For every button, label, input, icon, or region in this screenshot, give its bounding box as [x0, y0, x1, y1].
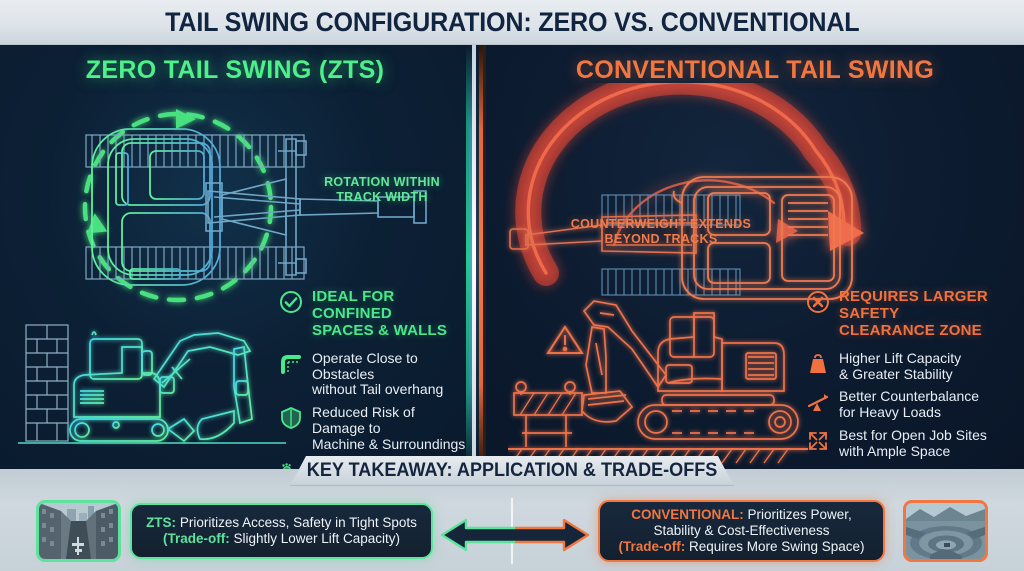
- list-item: IDEAL FOR CONFINED SPACES & WALLS: [278, 288, 466, 340]
- weight-icon: [805, 351, 831, 377]
- shield-icon: [278, 405, 304, 431]
- list-item: Best for Open Job Sites with Ample Space: [805, 427, 1021, 460]
- bullet-line-2: CLEARANCE ZONE: [839, 321, 982, 339]
- takeaway-conventional-text-3: Requires More Swing Space): [685, 539, 865, 555]
- comparison-body: ZERO TAIL SWING (ZTS): [0, 45, 1024, 469]
- bullet-line-1: Reduced Risk of Damage to: [312, 404, 415, 437]
- list-item: Operate Close to Obstacles without Tail …: [278, 349, 466, 398]
- brick-wall-icon: [25, 324, 69, 442]
- bullet-line-2: for Heavy Loads: [839, 404, 941, 421]
- conventional-topview-diagram: [509, 83, 864, 300]
- page-title: TAIL SWING CONFIGURATION: ZERO VS. CONVE…: [164, 6, 860, 37]
- corner-pipe-icon: [278, 351, 304, 377]
- seesaw-balance-icon: [805, 389, 831, 415]
- thumbnail-open-pit-mine: [903, 500, 988, 562]
- list-item: REQUIRES LARGER SAFETY CLEARANCE ZONE: [805, 288, 1021, 340]
- footprint-icon: [278, 460, 304, 469]
- thumbnail-urban-street: [36, 500, 121, 562]
- takeaway-zts-line-2: (Trade-off: Slightly Lower Lift Capacity…: [163, 531, 400, 547]
- bullet-line-2: without Tail overhang: [312, 381, 444, 398]
- bullet-line-1: Higher Lift Capacity: [839, 349, 962, 366]
- list-item: Better Counterbalance for Heavy Loads: [805, 389, 1021, 421]
- list-item: Higher Lift Capacity & Greater Stability: [805, 349, 1021, 383]
- bullet-line-1: IDEAL FOR CONFINED: [312, 288, 395, 322]
- double-headed-arrow-icon: [440, 516, 590, 554]
- takeaway-zts-text-2: Slightly Lower Lift Capacity): [229, 531, 401, 546]
- bullet-line-1: REQUIRES LARGER SAFETY: [839, 288, 988, 322]
- expand-arrows-icon: [805, 428, 831, 454]
- bullet-line-1: Better Counterbalance: [839, 388, 980, 405]
- takeaway-zts-text-1: Prioritizes Access, Safety in Tight Spot…: [176, 514, 417, 530]
- boom-arm-topview: [205, 138, 427, 276]
- key-takeaway-title: KEY TAKEAWAY: APPLICATION & TRADE-OFFS: [306, 459, 718, 481]
- counterweight-callout: COUNTERWEIGHT EXTENDS BEYOND TRACKS: [570, 217, 752, 247]
- x-circle-icon: [805, 289, 831, 315]
- takeaway-conventional-line-3: (Trade-off: Requires More Swing Space): [618, 539, 864, 555]
- panel-heading-conventional: CONVENTIONAL TAIL SWING: [575, 56, 935, 84]
- conventional-sideview-diagram: [508, 300, 808, 464]
- list-item: Reduced Risk of Damage to Machine & Surr…: [278, 404, 466, 452]
- zts-sideview-diagram: [18, 324, 286, 444]
- panel-divider: [466, 45, 488, 469]
- bullet-line-2: SPACES & WALLS: [312, 321, 448, 339]
- machine-house-topview: [91, 128, 221, 286]
- conventional-traits-list: REQUIRES LARGER SAFETY CLEARANCE ZONE Hi…: [805, 288, 1021, 467]
- takeaway-conventional: CONVENTIONAL: Prioritizes Power, Stabili…: [598, 500, 885, 562]
- zts-benefits-list: IDEAL FOR CONFINED SPACES & WALLS Operat…: [278, 288, 466, 469]
- panel-zero-tail-swing: ZERO TAIL SWING (ZTS): [0, 45, 470, 469]
- track-pads-conventional: [601, 194, 741, 296]
- zts-topview-diagram: [82, 109, 427, 303]
- warning-triangle-icon: [546, 325, 584, 354]
- page-title-bar: TAIL SWING CONFIGURATION: ZERO VS. CONVE…: [0, 0, 1024, 45]
- bullet-line-2: Machine & Surroundings: [312, 435, 466, 452]
- bullet-line-2: & Greater Stability: [839, 365, 953, 382]
- bullet-line-1: Operate Close to Obstacles: [312, 349, 418, 382]
- takeaway-zts: ZTS: Prioritizes Access, Safety in Tight…: [130, 503, 433, 559]
- takeaway-zts-line-1: ZTS: Prioritizes Access, Safety in Tight…: [146, 515, 417, 531]
- mini-excavator-sideview: [69, 331, 253, 443]
- boom-arm-conventional: [509, 214, 697, 254]
- takeaway-zts-tradeoff-label: (Trade-off:: [162, 531, 230, 546]
- takeaway-conventional-line-1: CONVENTIONAL: Prioritizes Power,: [631, 507, 852, 523]
- track-pads: [85, 134, 305, 280]
- takeaway-conventional-text-1: Prioritizes Power,: [743, 506, 852, 522]
- takeaway-conventional-tradeoff-label: (Trade-off:: [618, 539, 686, 555]
- bullet-line-2: with Ample Space: [839, 442, 951, 459]
- rotation-callout: ROTATION WITHIN TRACK WIDTH: [324, 175, 440, 205]
- machine-house-counterweight: [672, 176, 853, 300]
- panel-heading-zts: ZERO TAIL SWING (ZTS): [85, 56, 385, 84]
- bullet-line-1: Best for Open Job Sites: [839, 427, 987, 444]
- takeaway-conventional-prefix: CONVENTIONAL:: [631, 506, 744, 522]
- check-circle-icon: [278, 289, 304, 315]
- takeaway-conventional-line-2: Stability & Cost-Effectiveness: [653, 522, 830, 538]
- barricade-icon: [513, 381, 583, 447]
- panel-conventional-tail-swing: CONVENTIONAL TAIL SWING: [486, 45, 1024, 469]
- takeaway-zts-prefix: ZTS:: [146, 514, 177, 530]
- key-takeaway-banner: KEY TAKEAWAY: APPLICATION & TRADE-OFFS: [290, 456, 734, 486]
